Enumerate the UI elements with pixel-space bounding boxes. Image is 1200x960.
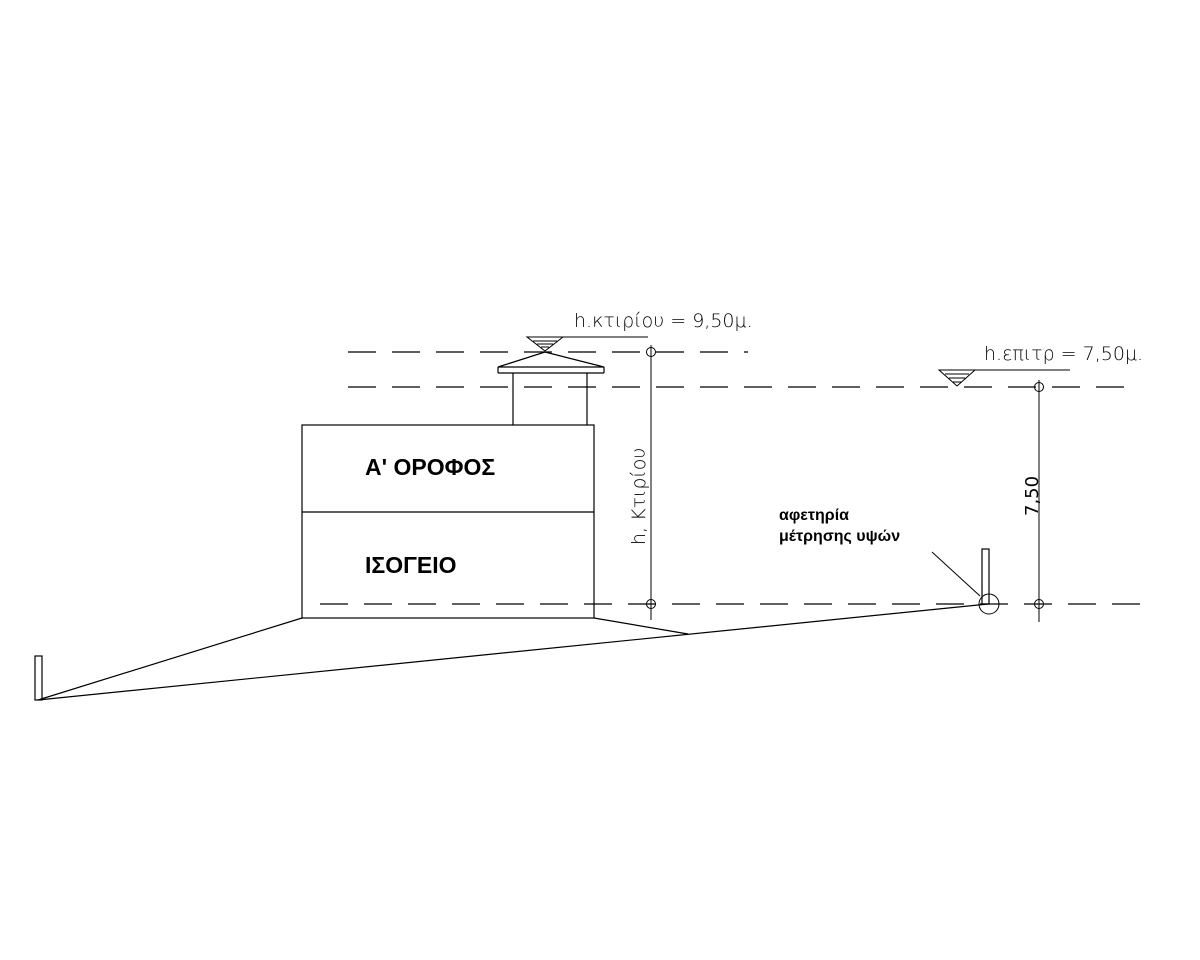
allowed-height-level-marker: [937, 369, 1070, 387]
building-body: [301, 424, 595, 619]
allowed-height-dimension: [1034, 380, 1044, 622]
building-height-label: h.κτιρίου = 9,50μ.: [574, 310, 753, 332]
building-height-level-marker: [525, 336, 648, 352]
start-point-label-line1: αφετηρία: [779, 507, 849, 524]
first-floor-label: Α' ΟΡΟΦΟΣ: [365, 454, 495, 480]
dimension-value-label: 7,50: [1022, 476, 1043, 516]
ground-floor-label: ΙΣΟΓΕΙΟ: [365, 552, 457, 578]
terrain: [34, 603, 989, 701]
building-height-vertical-label: h, Κτιρίου: [628, 448, 650, 545]
building-height-dimension: [646, 345, 656, 620]
allowed-height-label: h.επιτρ = 7,50μ.: [984, 343, 1143, 365]
start-point-marker: [931, 548, 1000, 615]
roof-structure: [497, 351, 605, 425]
start-point-label-line2: μέτρησης υψών: [779, 528, 900, 545]
